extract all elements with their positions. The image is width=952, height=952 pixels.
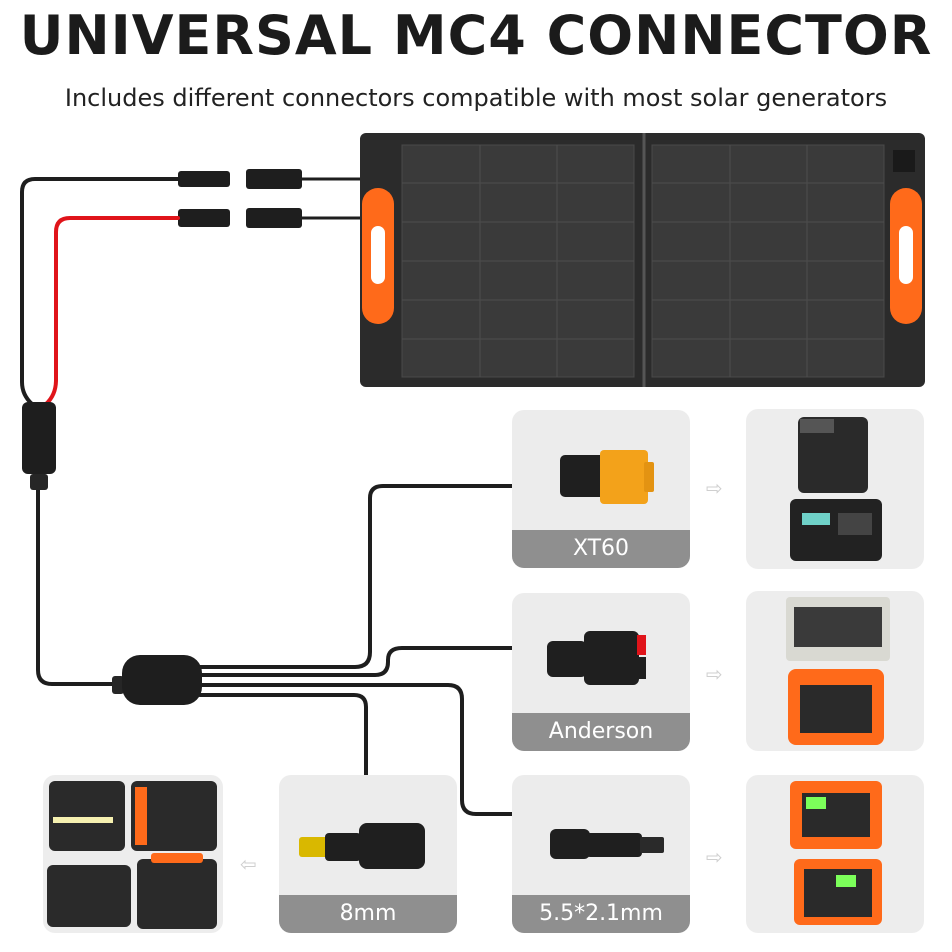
- connector-label: 8mm: [279, 895, 457, 933]
- generator-card-3: [746, 775, 924, 933]
- power-station-icon: [790, 417, 882, 561]
- connector-label: 5.5*2.1mm: [512, 895, 690, 933]
- power-station-icon: [786, 597, 890, 745]
- connector-label: XT60: [512, 530, 690, 568]
- 8mm-connector-icon: [299, 823, 425, 869]
- xt60-connector-icon: [560, 450, 654, 504]
- connector-card-5521: 5.5*2.1mm: [512, 775, 690, 933]
- y-splitters: [22, 402, 202, 705]
- generator-card-4: [43, 775, 223, 933]
- cables: [20, 177, 514, 816]
- dc-5521-connector-icon: [550, 829, 664, 859]
- page-title: UNIVERSAL MC4 CONNECTOR: [19, 4, 933, 67]
- generator-card-1: [746, 409, 924, 569]
- anderson-connector-icon: [547, 631, 646, 685]
- generator-card-2: [746, 591, 924, 751]
- arrow-right-icon: ⇨: [706, 476, 723, 500]
- power-station-icon: [47, 781, 217, 929]
- connector-card-xt60: XT60: [512, 410, 690, 568]
- page-subtitle: Includes different connectors compatible…: [64, 84, 888, 112]
- connector-card-anderson: Anderson: [512, 593, 690, 751]
- connector-card-8mm: 8mm: [279, 775, 457, 933]
- connector-label: Anderson: [512, 713, 690, 751]
- mc4-connectors: [178, 169, 360, 228]
- arrow-right-icon: ⇨: [706, 845, 723, 869]
- power-station-icon: [790, 781, 882, 925]
- arrow-right-icon: ⇨: [706, 662, 723, 686]
- solar-panel: [360, 133, 925, 387]
- arrow-left-icon: ⇦: [240, 852, 257, 876]
